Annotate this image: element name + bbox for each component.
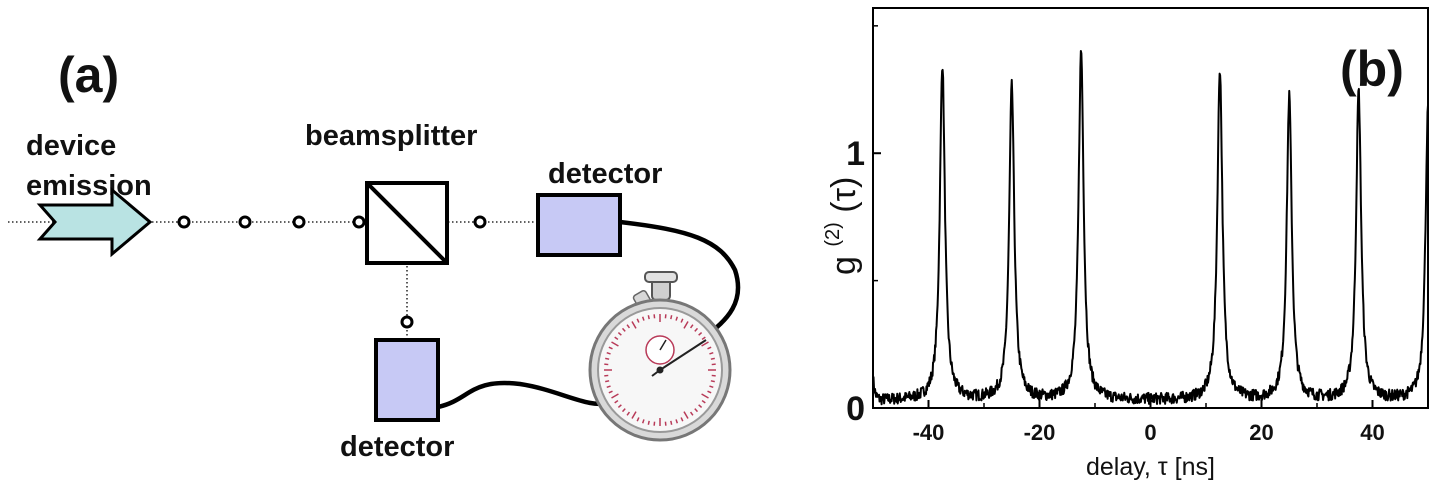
photon-marker [292, 215, 306, 229]
panel-b-label: (b) [1340, 41, 1404, 97]
emission-label: emission [26, 170, 152, 202]
y-tick-label: 0 [846, 390, 865, 428]
stopwatch-icon [588, 271, 732, 442]
photon-marker [400, 315, 414, 329]
photon-markers [177, 215, 487, 329]
beamsplitter-label: beamsplitter [305, 120, 477, 152]
detector-top-icon [536, 193, 622, 257]
x-tick-label: -20 [1024, 420, 1056, 445]
y-axis-label: g (2) (τ) [809, 177, 863, 275]
photon-marker [238, 215, 252, 229]
emission-arrow-icon [36, 186, 153, 258]
x-ticks: -40 -20 0 20 40 [872, 400, 1429, 445]
panel-a: (a) device emission beamsplitter detecto… [8, 47, 741, 463]
detector-bottom-label: detector [340, 431, 454, 463]
x-tick-label: 0 [1144, 420, 1156, 445]
x-tick-label: -40 [913, 420, 945, 445]
panel-a-label: (a) [58, 47, 119, 103]
photon-marker [177, 215, 191, 229]
beamsplitter-icon [365, 181, 449, 265]
detector-top-label: detector [548, 158, 662, 190]
x-tick-label: 40 [1360, 420, 1384, 445]
y-axis-label-base: g [825, 256, 863, 275]
g2-series-line [872, 49, 1429, 406]
cable-bottom [437, 380, 611, 410]
detector-bottom-icon [374, 338, 440, 422]
photon-marker [473, 215, 487, 229]
cable-top [619, 219, 741, 342]
photon-marker [352, 215, 366, 229]
x-axis-label: delay, τ [ns] [1086, 453, 1215, 481]
y-ticks: 01 [846, 25, 881, 428]
y-axis-label-sup: (2) [822, 222, 844, 246]
device-label: device [26, 130, 116, 162]
y-axis-label-arg: (τ) [825, 177, 863, 213]
x-tick-label: 20 [1249, 420, 1273, 445]
y-tick-label: 1 [846, 135, 865, 173]
